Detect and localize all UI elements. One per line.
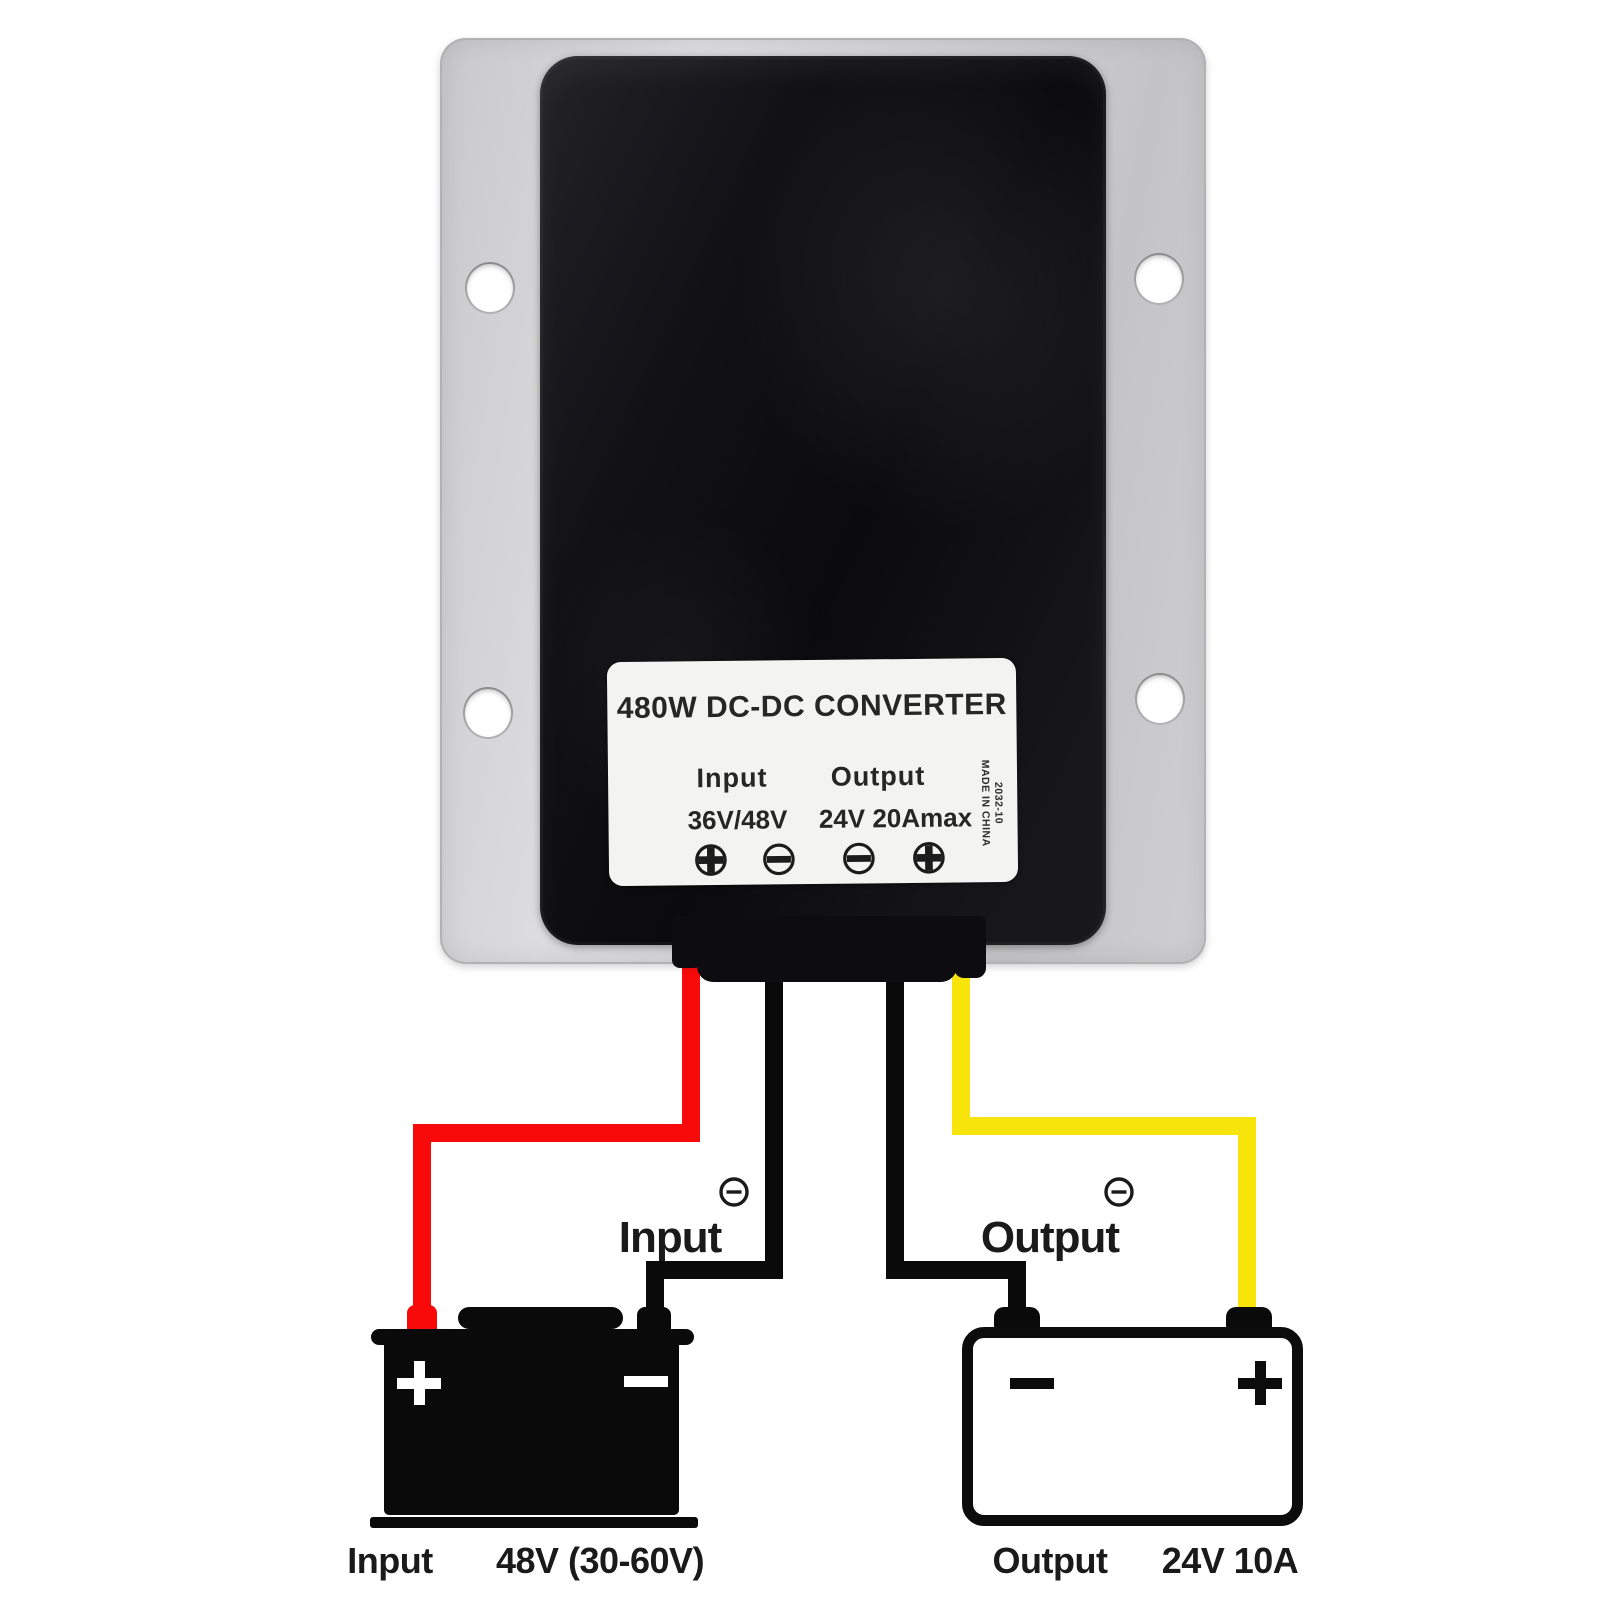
output-minus-circle-icon [1104, 1177, 1134, 1207]
mounting-hole-bottom-right [1135, 673, 1185, 725]
manufacture-note: 2032-10 MADE IN CHINA [978, 751, 1005, 855]
input-wiring-label: Input [618, 1213, 723, 1262]
input-minus-circle-icon [719, 1177, 749, 1207]
input-battery-negative-terminal [637, 1307, 671, 1330]
output-battery-body [962, 1327, 1303, 1526]
output-positive-wire-segment-vertical-top [952, 940, 970, 1135]
input-battery-body [384, 1345, 679, 1515]
input-negative-wire-segment-horizontal [646, 1261, 783, 1279]
output-battery-positive-terminal [1226, 1307, 1272, 1329]
output-battery-negative-terminal [994, 1307, 1040, 1329]
input-negative-wire-segment-vertical-bottom [646, 1261, 664, 1311]
minus-symbol-icon [624, 1376, 668, 1387]
terminal-screws [607, 658, 1018, 886]
screw-terminal-plus-icon [913, 841, 945, 874]
output-negative-wire-segment-vertical-top [886, 940, 904, 1279]
cable-connector-lower [697, 940, 957, 982]
output-positive-wire-segment-horizontal [952, 1117, 1256, 1135]
screw-terminal-plus-icon [695, 844, 727, 876]
input-positive-wire-segment-horizontal [413, 1124, 700, 1142]
mounting-hole-top-left [465, 262, 515, 314]
converter-body: 480W DC-DC CONVERTER Input Output 36V/48… [540, 56, 1106, 945]
input-battery-vent-cap [458, 1307, 623, 1329]
screw-terminal-minus-icon [763, 843, 795, 876]
input-negative-wire-segment-vertical-top [765, 940, 783, 1279]
output-positive-wire-segment-vertical-bottom [1238, 1117, 1256, 1311]
output-negative-wire-segment-horizontal [886, 1261, 1026, 1279]
mounting-hole-bottom-left [463, 687, 513, 739]
input-battery-caption: Input [347, 1540, 433, 1581]
input-battery-spec: 48V (30-60V) [495, 1540, 705, 1581]
batch-code: 2032-10 [992, 781, 1005, 825]
screw-terminal-minus-icon [843, 842, 875, 875]
output-wiring-label: Output [980, 1213, 1120, 1262]
spec-label: 480W DC-DC CONVERTER Input Output 36V/48… [606, 657, 1019, 887]
input-battery-lid [371, 1329, 694, 1345]
cable-connector-right-tab [954, 940, 986, 978]
made-in-note: MADE IN CHINA [978, 759, 992, 847]
input-battery-base [370, 1517, 698, 1528]
cable-connector-left-tab [672, 940, 702, 968]
minus-symbol-icon [1010, 1378, 1054, 1389]
input-battery-positive-terminal [407, 1305, 437, 1331]
input-positive-wire-segment-vertical-top [682, 940, 700, 1142]
input-battery [370, 1305, 699, 1529]
mounting-hole-top-right [1134, 253, 1184, 305]
output-battery [962, 1305, 1303, 1526]
output-battery-spec: 24V 10A [1161, 1540, 1299, 1581]
output-negative-wire-segment-vertical-bottom [1008, 1261, 1026, 1311]
input-positive-wire-segment-vertical-bottom [413, 1124, 431, 1314]
plus-symbol-icon [1238, 1361, 1282, 1405]
plus-symbol-icon [397, 1361, 441, 1405]
output-battery-caption: Output [992, 1540, 1108, 1581]
